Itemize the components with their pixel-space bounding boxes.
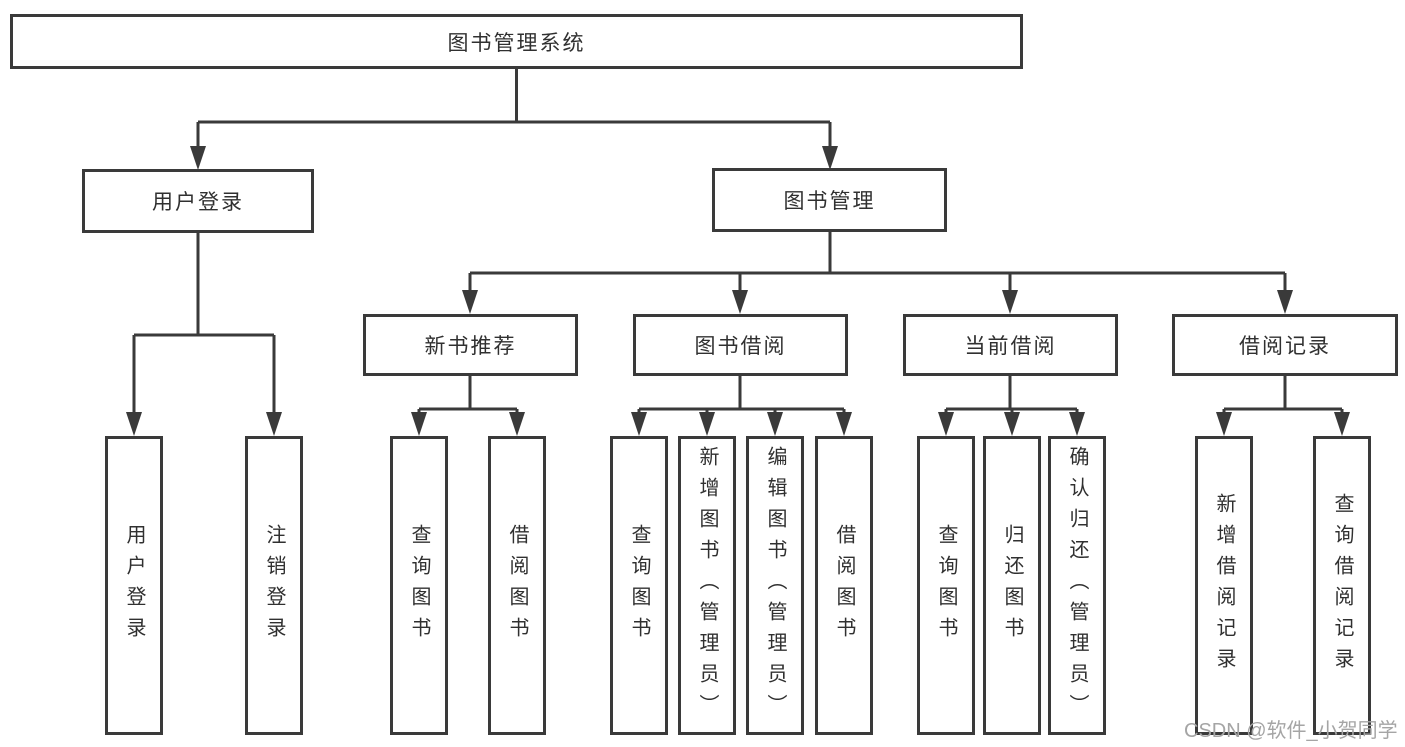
node-label: 编辑图书（管理员） [764, 446, 786, 725]
node-user-login: 用户登录 [82, 169, 314, 233]
node-label: 新增图书（管理员） [696, 446, 718, 725]
node-library-management-system: 图书管理系统 [10, 14, 1023, 69]
node-label: 用户登录 [123, 523, 145, 648]
leaf-query-books-2: 查询图书 [610, 436, 668, 735]
node-label: 图书管理 [783, 190, 876, 213]
node-label: 归还图书 [1001, 523, 1023, 648]
node-label: 查询图书 [408, 523, 430, 648]
node-label: 查询图书 [628, 523, 650, 648]
node-label: 查询图书 [935, 523, 957, 648]
leaf-borrow-books-1: 借阅图书 [488, 436, 546, 735]
node-book-management: 图书管理 [712, 168, 947, 232]
node-borrow-records: 借阅记录 [1172, 314, 1398, 376]
connector-book-borrow-children [631, 376, 852, 436]
node-label: 注销登录 [263, 523, 285, 648]
leaf-confirm-return-admin: 确认归还（管理员） [1048, 436, 1106, 735]
leaf-query-books-1: 查询图书 [390, 436, 448, 735]
leaf-edit-books-admin: 编辑图书（管理员） [746, 436, 804, 735]
leaf-return-books: 归还图书 [983, 436, 1041, 735]
leaf-user-login: 用户登录 [105, 436, 163, 735]
node-label: 查询借阅记录 [1331, 492, 1353, 679]
node-label: 借阅记录 [1239, 335, 1331, 358]
connector-current-borrow-children [938, 376, 1085, 436]
node-label: 图书管理系统 [447, 31, 586, 55]
connector-root-to-level2 [190, 69, 838, 170]
node-label: 图书借阅 [694, 335, 787, 358]
leaf-query-borrow-record: 查询借阅记录 [1313, 436, 1371, 735]
node-current-borrow: 当前借阅 [903, 314, 1118, 376]
connector-user-login-children [126, 233, 282, 436]
leaf-add-books-admin: 新增图书（管理员） [678, 436, 736, 735]
connector-borrow-records-children [1216, 376, 1350, 436]
leaf-borrow-books-2: 借阅图书 [815, 436, 873, 735]
node-label: 借阅图书 [506, 523, 528, 648]
node-label: 新书推荐 [424, 335, 517, 358]
leaf-logout: 注销登录 [245, 436, 303, 735]
csdn-watermark: CSDN @软件_小贺同学 [1184, 720, 1398, 742]
leaf-add-borrow-record: 新增借阅记录 [1195, 436, 1253, 735]
leaf-query-books-3: 查询图书 [917, 436, 975, 735]
node-label: 当前借阅 [964, 335, 1057, 358]
node-new-book-recommend: 新书推荐 [363, 314, 578, 376]
node-label: 借阅图书 [833, 523, 855, 648]
node-label: 新增借阅记录 [1213, 492, 1235, 679]
node-label: 确认归还（管理员） [1066, 446, 1088, 725]
connector-book-management-children [462, 232, 1293, 314]
node-label: 用户登录 [152, 191, 244, 214]
node-book-borrow: 图书借阅 [633, 314, 848, 376]
connector-new-book-recommend-children [411, 376, 525, 436]
